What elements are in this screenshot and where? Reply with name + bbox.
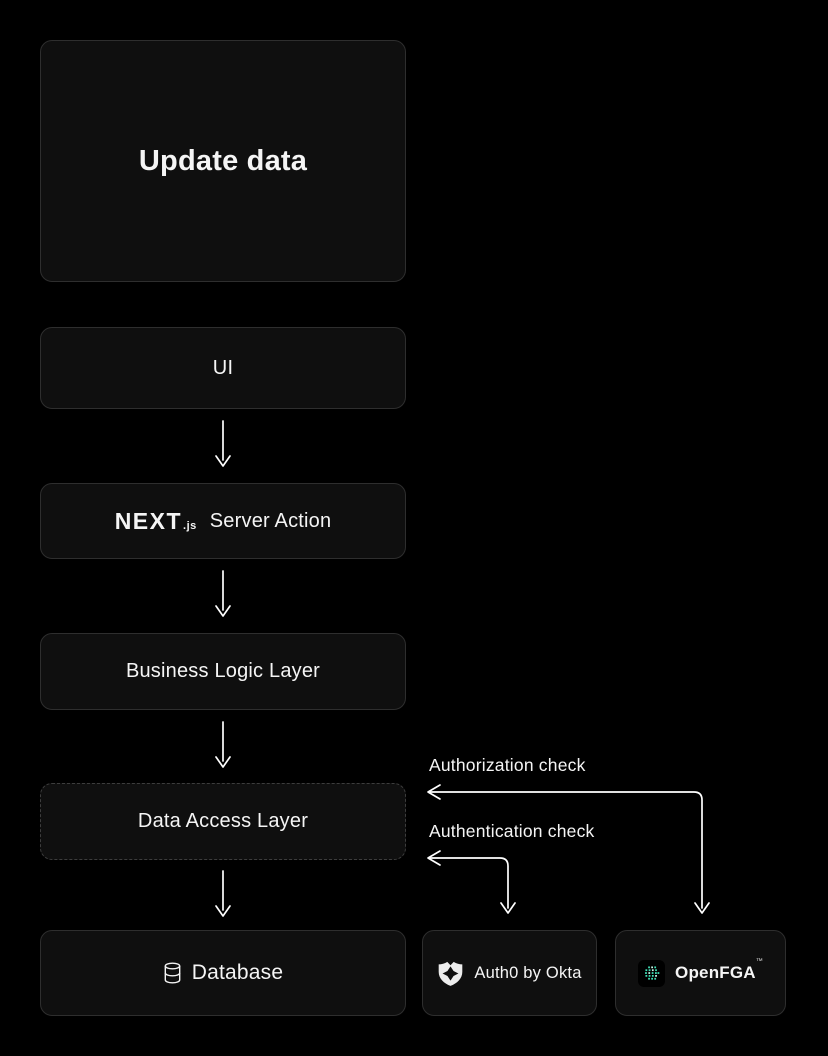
node-nextjs-server-action: NEXT .js Server Action <box>40 483 406 559</box>
authorization-check-label: Authorization check <box>429 755 586 775</box>
node-bll-label: Business Logic Layer <box>125 660 321 682</box>
nextjs-logo: NEXT .js <box>114 507 197 534</box>
node-update-data: Update data <box>40 40 406 282</box>
arrow-authorization-check <box>427 784 710 914</box>
arrow-authentication-check <box>427 850 516 914</box>
arrow-bll-to-dal <box>215 721 231 768</box>
node-server-action-label: Server Action <box>209 509 332 532</box>
node-database: Database <box>40 930 406 1016</box>
node-data-access-layer: Data Access Layer <box>40 783 406 860</box>
arrow-server-action-to-bll <box>215 570 231 617</box>
node-auth0-label: Auth0 by Okta <box>474 963 582 982</box>
node-openfga-label: OpenFGA™ <box>675 958 763 982</box>
arrow-ui-to-server-action <box>215 420 231 467</box>
node-ui-label: UI <box>212 356 234 379</box>
node-ui: UI <box>40 327 406 409</box>
node-openfga: OpenFGA™ <box>615 930 786 1016</box>
openfga-trademark: ™ <box>755 958 763 965</box>
node-dal-label: Data Access Layer <box>137 810 309 832</box>
authentication-check-label: Authentication check <box>429 821 595 841</box>
openfga-dots-icon <box>638 959 666 987</box>
node-business-logic-layer: Business Logic Layer <box>40 633 406 710</box>
node-auth0-by-okta: Auth0 by Okta <box>422 930 597 1016</box>
auth0-shield-icon <box>437 960 464 987</box>
arrow-dal-to-database <box>215 870 231 917</box>
node-update-data-label: Update data <box>138 144 308 177</box>
database-cylinder-icon <box>163 962 182 984</box>
node-database-label: Database <box>191 961 284 984</box>
